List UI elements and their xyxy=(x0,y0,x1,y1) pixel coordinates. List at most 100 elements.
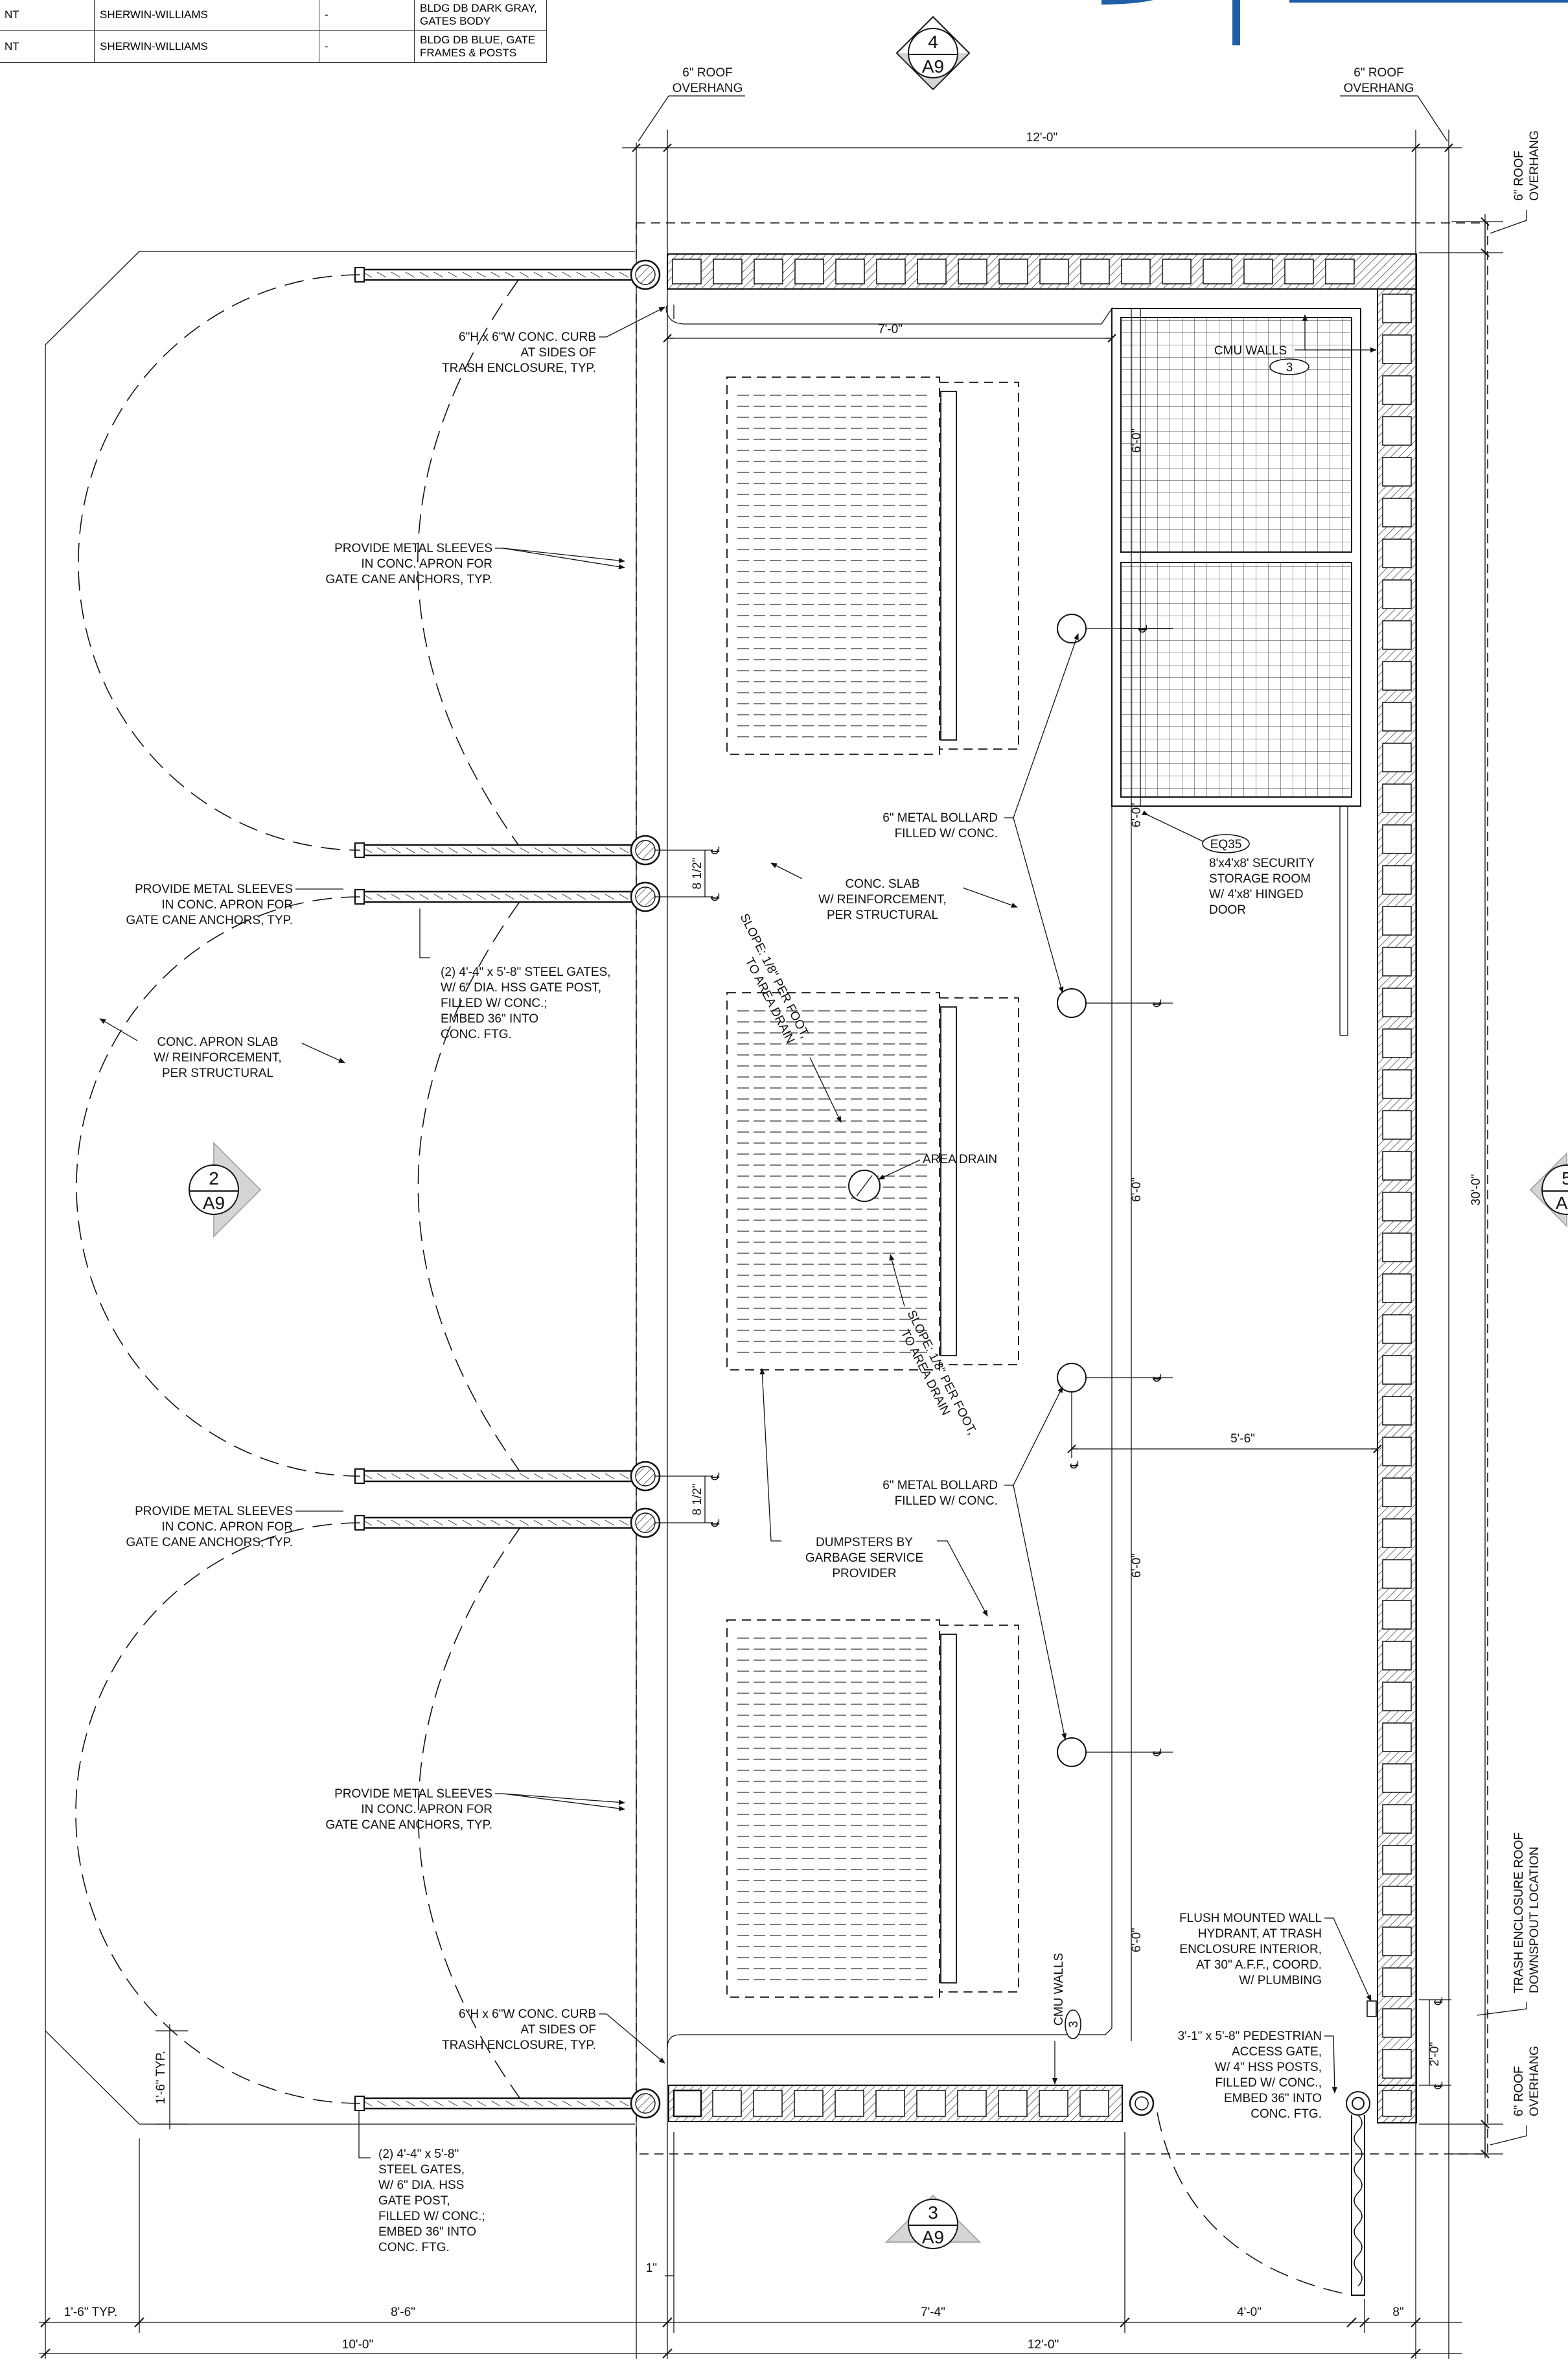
cmu-walls-label-bottom: CMU WALLS 3 xyxy=(1052,1953,1081,2085)
svg-text:6'-0": 6'-0" xyxy=(1130,803,1144,827)
cmu-block xyxy=(1382,579,1412,609)
gate-slat xyxy=(505,1520,515,1526)
gate-slat xyxy=(562,894,572,900)
cmu-walls-label: CMU WALLS 3 xyxy=(1214,314,1377,375)
gate-slat xyxy=(391,847,401,853)
gate-slat xyxy=(391,1520,401,1526)
cmu-block xyxy=(1382,2090,1412,2117)
svg-text:AREA DRAIN: AREA DRAIN xyxy=(923,1153,997,1166)
cmu-block xyxy=(1382,947,1412,977)
svg-text:8 1/2": 8 1/2" xyxy=(691,857,704,889)
gate-slat xyxy=(476,2100,487,2107)
svg-text:GATE CANE ANCHORS, TYP.: GATE CANE ANCHORS, TYP. xyxy=(126,1536,293,1549)
svg-text:FILLED W/ CONC.;: FILLED W/ CONC.; xyxy=(441,997,548,1010)
logo-fragment xyxy=(1101,0,1568,45)
cmu-block xyxy=(916,2090,946,2117)
svg-text:A9: A9 xyxy=(922,2227,944,2247)
cmu-block xyxy=(1382,906,1412,936)
cmu-block xyxy=(1382,294,1412,323)
dumpster-lid xyxy=(940,1625,1019,1993)
hydrant-note: FLUSH MOUNTED WALL HYDRANT, AT TRASH ENC… xyxy=(1179,1912,1377,2017)
cmu-block xyxy=(1325,259,1355,284)
cmu-block xyxy=(1382,498,1412,527)
steel-gate-leaf xyxy=(354,1516,647,1529)
steel-gate-leaf xyxy=(354,844,647,857)
gate-slat xyxy=(548,1520,558,1526)
dim-7-0: 7'-0" xyxy=(663,323,1116,343)
dim-gap-top: 8 1/2" xyxy=(654,850,713,897)
svg-text:PER STRUCTURAL: PER STRUCTURAL xyxy=(827,908,938,922)
svg-text:30'-0": 30'-0" xyxy=(1470,1174,1483,1205)
gate-slat xyxy=(533,894,544,900)
bottom-dimension-ticks xyxy=(40,2317,1421,2359)
paint-item: NT xyxy=(0,0,95,31)
gate-slat xyxy=(590,2100,601,2107)
svg-text:SLOPE: 1/8" PER FOOT,: SLOPE: 1/8" PER FOOT, xyxy=(905,1308,979,1437)
gate-slat xyxy=(576,847,586,853)
svg-text:ENCLOSURE INTERIOR,: ENCLOSURE INTERIOR, xyxy=(1179,1943,1322,1956)
steel-gate-leaf xyxy=(354,2097,647,2110)
svg-text:6'-0": 6'-0" xyxy=(1130,428,1144,453)
svg-text:6" METAL BOLLARD: 6" METAL BOLLARD xyxy=(882,1479,998,1492)
svg-text:12'-0": 12'-0" xyxy=(1028,2338,1059,2352)
gate-slat xyxy=(419,2100,430,2107)
gate-slat xyxy=(619,847,629,853)
cmu-block xyxy=(1382,1926,1412,1956)
gate-slat xyxy=(519,1473,529,1479)
area-drain: AREA DRAIN xyxy=(848,1153,997,1202)
paint-schedule-table: NT SHERWIN-WILLIAMS - BLDG DB DARK GRAY,… xyxy=(0,0,547,63)
svg-text:1'-6" TYP.: 1'-6" TYP. xyxy=(154,2051,168,2105)
gate-slat xyxy=(505,2100,515,2107)
svg-text:FILLED W/ CONC.;: FILLED W/ CONC.; xyxy=(378,2210,485,2223)
gate-slat xyxy=(391,1473,401,1479)
cmu-block xyxy=(712,2090,742,2117)
svg-text:GATE POST,: GATE POST, xyxy=(378,2194,450,2208)
svg-text:W/ 4" HSS POSTS,: W/ 4" HSS POSTS, xyxy=(1215,2061,1322,2074)
centerline-symbol: ℄ xyxy=(1068,1461,1081,1469)
gate-slat xyxy=(448,894,458,900)
gate-slat xyxy=(548,272,558,278)
gate-slat xyxy=(476,1473,487,1479)
gate-slat xyxy=(590,894,601,900)
cmu-block xyxy=(1382,2008,1412,2038)
bollard-note-bottom: 6" METAL BOLLARD FILLED W/ CONC. xyxy=(882,1386,1067,1740)
gate-slat xyxy=(376,2100,387,2107)
svg-text:W/ 6" DIA. HSS GATE POST,: W/ 6" DIA. HSS GATE POST, xyxy=(441,981,601,995)
svg-text:6" ROOF: 6" ROOF xyxy=(682,66,732,80)
svg-text:6'-0": 6'-0" xyxy=(1130,1553,1144,1578)
centerline-symbol: ℄ xyxy=(709,1519,722,1527)
gate-post-core xyxy=(635,264,656,285)
gate-slat xyxy=(376,1520,387,1526)
conc-slab-note: CONC. SLAB W/ REINFORCEMENT, PER STRUCTU… xyxy=(770,862,1018,922)
svg-text:CMU WALLS: CMU WALLS xyxy=(1052,1953,1066,2026)
cmu-corner-block xyxy=(673,2089,702,2118)
gate-slat xyxy=(433,894,444,900)
cmu-block xyxy=(958,259,987,284)
pedestrian-gate xyxy=(1157,2091,1370,2296)
gate-slat xyxy=(376,847,387,853)
gate-slat xyxy=(462,2100,472,2107)
svg-text:3'-1" x 5'-8" PEDESTRIAN: 3'-1" x 5'-8" PEDESTRIAN xyxy=(1178,2030,1322,2043)
svg-text:CONC. FTG.: CONC. FTG. xyxy=(1251,2107,1322,2121)
gate-post-core xyxy=(635,886,656,907)
svg-text:DOWNSPOUT LOCATION: DOWNSPOUT LOCATION xyxy=(1528,1847,1541,1993)
gate-slat xyxy=(490,1520,501,1526)
gate-slat xyxy=(376,272,387,278)
roof-overhang-label-right: 6" ROOF OVERHANG xyxy=(1340,66,1448,142)
svg-text:3: 3 xyxy=(1286,361,1293,375)
gate-slat xyxy=(448,1520,458,1526)
gate-slat xyxy=(562,2100,572,2107)
cmu-block xyxy=(1382,661,1412,691)
cmu-block xyxy=(1039,2090,1068,2117)
cmu-block xyxy=(1382,1641,1412,1671)
centerline-symbol: ℄ xyxy=(709,893,722,901)
gate-slat xyxy=(519,847,529,853)
svg-text:FLUSH MOUNTED WALL: FLUSH MOUNTED WALL xyxy=(1179,1912,1322,1925)
dumpster-bar xyxy=(940,391,957,741)
svg-text:OVERHANG: OVERHANG xyxy=(1528,2046,1541,2116)
steel-gate-leaf xyxy=(354,890,647,903)
dim-tick xyxy=(662,2348,673,2359)
cmu-block xyxy=(1382,1355,1412,1385)
cmu-block xyxy=(672,259,702,284)
